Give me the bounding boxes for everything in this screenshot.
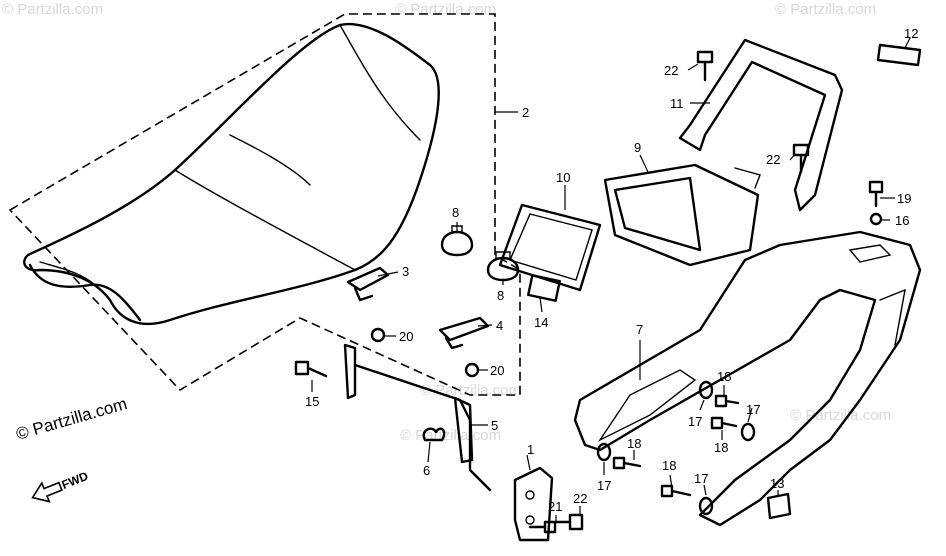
label-plate <box>766 492 792 520</box>
bracket <box>346 266 390 302</box>
callout-13: 13 <box>770 476 784 491</box>
faint-watermark: © Partzilla.com <box>400 427 501 444</box>
callout-8: 8 <box>497 288 504 303</box>
tool-box <box>603 163 761 267</box>
nut <box>370 327 386 343</box>
grab-rail <box>678 38 844 212</box>
callout-17: 17 <box>746 402 760 417</box>
callout-5: 5 <box>491 418 498 433</box>
faint-watermark: © Partzilla.com <box>775 1 876 18</box>
seat-assembly-outline <box>8 13 521 396</box>
bolt <box>528 520 557 534</box>
callout-17: 17 <box>694 471 708 486</box>
callout-18: 18 <box>717 369 731 384</box>
nut <box>464 362 480 378</box>
caution-label <box>527 274 561 302</box>
forward-arrow-icon <box>31 481 63 503</box>
leader-lines <box>311 37 911 522</box>
callout-8: 8 <box>452 205 459 220</box>
collar <box>698 380 714 400</box>
callout-1: 1 <box>527 442 534 457</box>
callout-14: 14 <box>534 315 548 330</box>
callout-17: 17 <box>688 414 702 429</box>
fwd-label: FWD <box>60 469 91 492</box>
bolt <box>792 143 810 174</box>
callout-22: 22 <box>766 152 780 167</box>
collar <box>740 422 756 442</box>
bolt <box>710 416 738 430</box>
callout-15: 15 <box>305 394 319 409</box>
rear-cowl <box>573 230 922 527</box>
callout-18: 18 <box>662 458 676 473</box>
spring <box>422 427 446 442</box>
screw <box>868 180 884 208</box>
callout-18: 18 <box>627 436 641 451</box>
callout-7: 7 <box>636 322 643 337</box>
faint-watermarks: © Partzilla.com © Partzilla.com © Partzi… <box>2 1 891 444</box>
callout-4: 4 <box>496 318 503 333</box>
faint-watermark: © Partzilla.com <box>790 407 891 424</box>
bolt <box>714 394 740 408</box>
callout-22: 22 <box>573 491 587 506</box>
seat-catch <box>513 466 554 542</box>
callout-18: 18 <box>714 440 728 455</box>
callout-3: 3 <box>402 264 409 279</box>
collar <box>698 496 714 516</box>
callout-2: 2 <box>522 105 529 120</box>
callout-20: 20 <box>490 363 504 378</box>
callout-19: 19 <box>897 191 911 206</box>
bracket <box>438 316 490 350</box>
callout-10: 10 <box>556 170 570 185</box>
callouts: 1 2 3 4 5 6 7 8 8 9 10 11 12 13 14 15 16… <box>305 26 918 514</box>
bolt <box>612 456 642 470</box>
forward-direction-indicator: FWD <box>31 469 91 503</box>
nut <box>869 212 883 226</box>
faint-watermark: © Partzilla.com <box>2 1 103 18</box>
callout-16: 16 <box>895 213 909 228</box>
callout-6: 6 <box>423 463 430 478</box>
watermark: © Partzilla.com <box>14 394 129 444</box>
bolt <box>660 484 692 498</box>
callout-12: 12 <box>904 26 918 41</box>
callout-21: 21 <box>548 499 562 514</box>
bolt <box>554 513 584 531</box>
tool-tray-cover <box>498 203 602 292</box>
callout-9: 9 <box>634 140 641 155</box>
callout-11: 11 <box>670 96 684 111</box>
emblem <box>876 43 922 67</box>
callout-20: 20 <box>399 329 413 344</box>
collar <box>596 442 612 462</box>
seat <box>23 22 440 326</box>
faint-watermark: © Partzilla.com <box>395 1 496 18</box>
callout-17: 17 <box>597 478 611 493</box>
bolt <box>294 360 328 378</box>
callout-22: 22 <box>664 63 678 78</box>
seat-lock-arm <box>343 343 492 492</box>
bolt <box>696 50 714 82</box>
